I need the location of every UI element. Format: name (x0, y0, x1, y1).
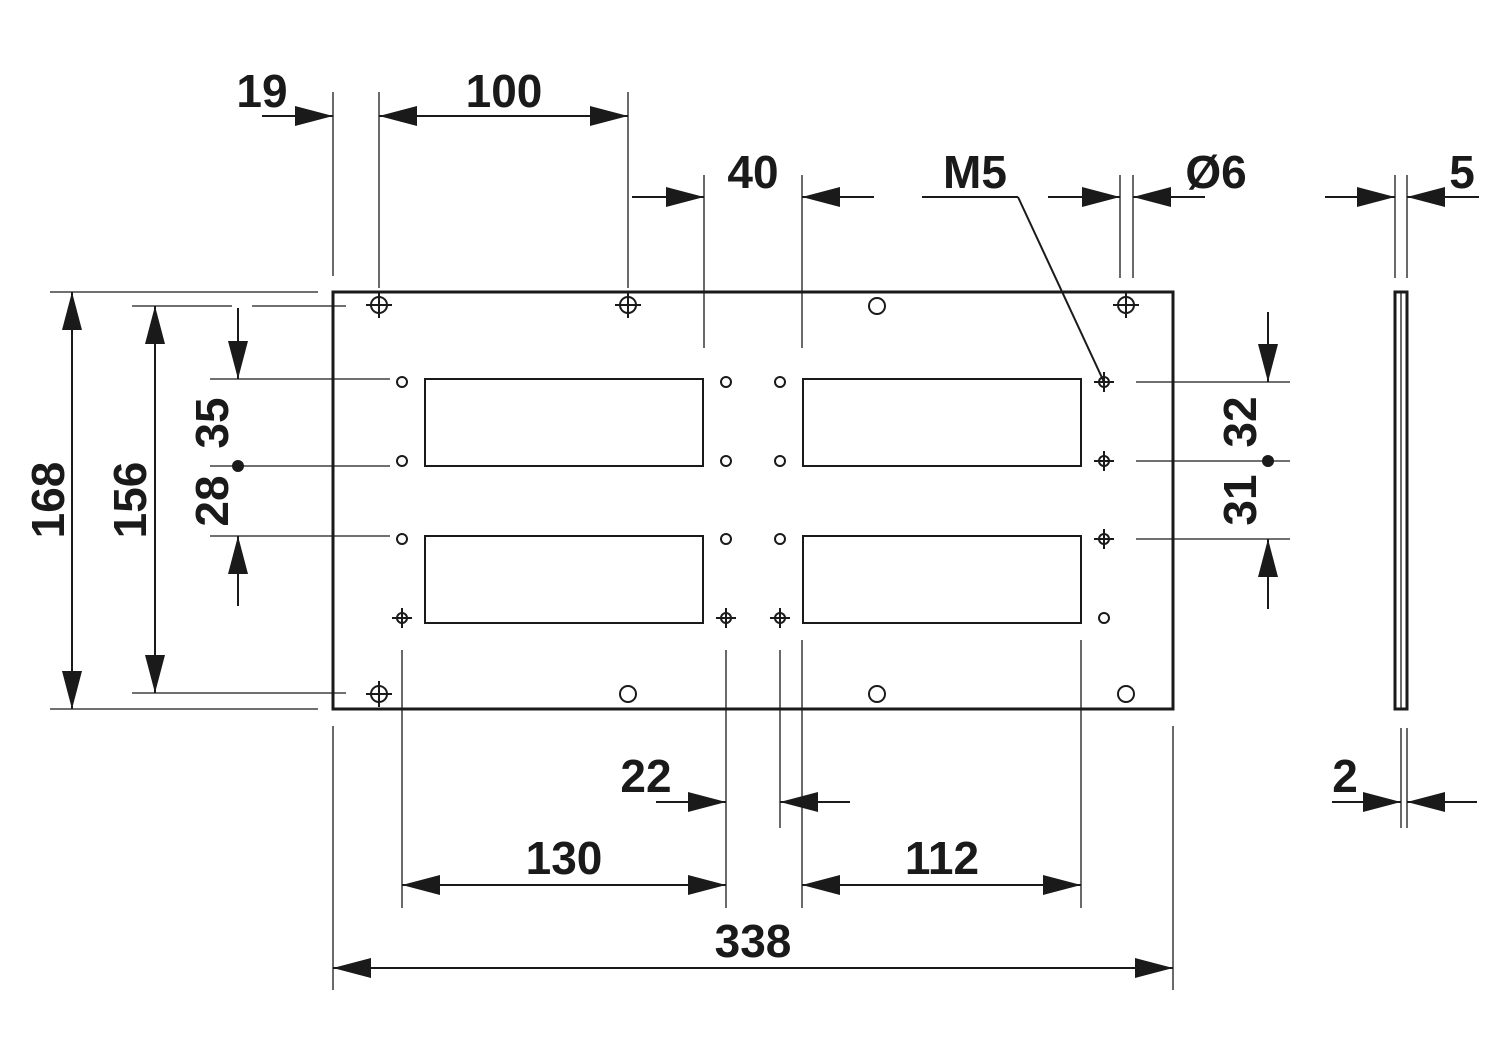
extension-lines (50, 92, 1408, 990)
dim-label-m5: M5 (943, 146, 1007, 198)
mounting-hole-crossed (615, 292, 641, 318)
dim-label-156: 156 (104, 462, 156, 539)
dim-label-diameter: Ø6 (1185, 146, 1246, 198)
dim-label-28: 28 (186, 475, 238, 526)
cutout-top-left (424, 378, 704, 467)
plate-outline (331, 290, 1175, 711)
mounting-hole-crossed (366, 292, 392, 318)
mounting-hole-crossed (366, 681, 392, 707)
dim-label-338: 338 (715, 915, 792, 967)
small-hole (396, 533, 408, 545)
mounting-hole (1117, 685, 1135, 703)
dim-label-22: 22 (620, 750, 671, 802)
cutout-top-right (802, 378, 1082, 467)
small-hole (1098, 612, 1110, 624)
threaded-hole (392, 608, 412, 628)
arrowheads (62, 106, 1445, 978)
dim-label-168: 168 (22, 462, 74, 539)
dim-label-40: 40 (727, 146, 778, 198)
dim-label-35: 35 (186, 397, 238, 448)
plate-side-view (1393, 290, 1409, 711)
dim-label-112: 112 (905, 832, 979, 884)
plate-front-view (331, 290, 1175, 711)
threaded-hole (1094, 529, 1114, 549)
threaded-hole (716, 608, 736, 628)
small-hole (720, 455, 732, 467)
small-hole (774, 376, 786, 388)
dim-label-32: 32 (1214, 396, 1266, 447)
small-hole (774, 455, 786, 467)
threaded-hole (1094, 451, 1114, 471)
small-hole (396, 376, 408, 388)
dim-label-31: 31 (1214, 474, 1266, 525)
dim-label-130: 130 (526, 832, 603, 884)
mounting-hole (619, 685, 637, 703)
cutout-bottom-left (424, 535, 704, 624)
small-hole (720, 533, 732, 545)
small-hole (720, 376, 732, 388)
threaded-hole (770, 608, 790, 628)
dim-label-5: 5 (1449, 146, 1475, 198)
dimension-lines (71, 115, 1479, 969)
dim-label-100: 100 (466, 65, 543, 117)
dim-label-19: 19 (236, 65, 287, 117)
mounting-hole (868, 685, 886, 703)
small-hole (774, 533, 786, 545)
reference-dot (1262, 455, 1274, 467)
mounting-hole-crossed (1113, 292, 1139, 318)
mounting-hole (868, 297, 886, 315)
dim-label-2: 2 (1332, 750, 1358, 802)
reference-dot (232, 460, 244, 472)
cutout-bottom-right (802, 535, 1082, 624)
small-hole (396, 455, 408, 467)
